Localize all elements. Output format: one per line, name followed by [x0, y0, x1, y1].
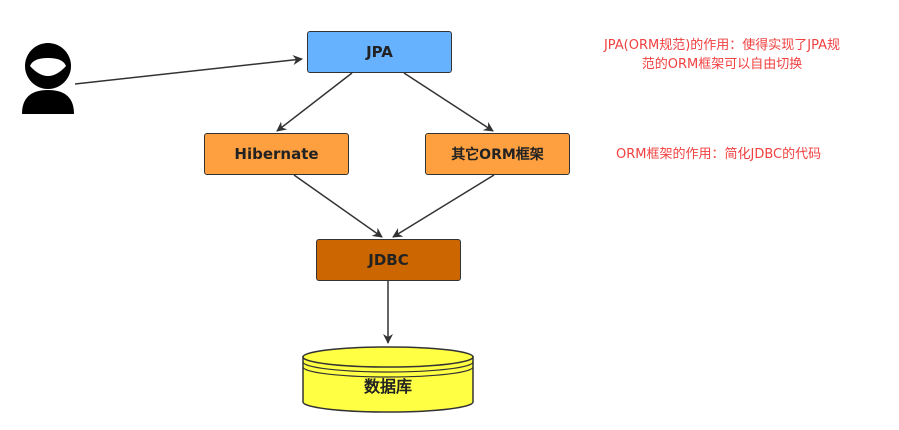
user-icon — [22, 43, 74, 114]
arrow-jpa-to-hibernate — [276, 72, 353, 132]
arrow-hibernate-to-jdbc — [293, 174, 383, 238]
jpa-node: JPA — [307, 31, 452, 73]
hibernate-node-label: Hibernate — [234, 145, 319, 163]
orm-role-note: ORM框架的作用：简化JDBC的代码 — [616, 147, 822, 162]
database-cylinder — [302, 346, 474, 413]
jpa-role-note-line1: JPA(ORM规范)的作用：使得实现了JPA规 — [603, 38, 841, 53]
arrow-other-orm-to-jdbc — [392, 174, 495, 238]
jdbc-node-label: JDBC — [368, 251, 409, 269]
jdbc-node: JDBC — [316, 239, 461, 281]
arrow-user-to-jpa — [74, 55, 303, 85]
jpa-role-note: JPA(ORM规范)的作用：使得实现了JPA规 范的ORM框架可以自由切换 — [572, 36, 872, 74]
hibernate-node: Hibernate — [204, 133, 349, 175]
other-orm-node: 其它ORM框架 — [425, 133, 570, 175]
jpa-role-note-line2: 范的ORM框架可以自由切换 — [641, 57, 803, 72]
other-orm-node-label: 其它ORM框架 — [451, 147, 544, 163]
database-label: 数据库 — [363, 377, 412, 396]
arrow-jpa-to-other-orm — [403, 72, 494, 132]
jpa-node-label: JPA — [366, 43, 393, 61]
